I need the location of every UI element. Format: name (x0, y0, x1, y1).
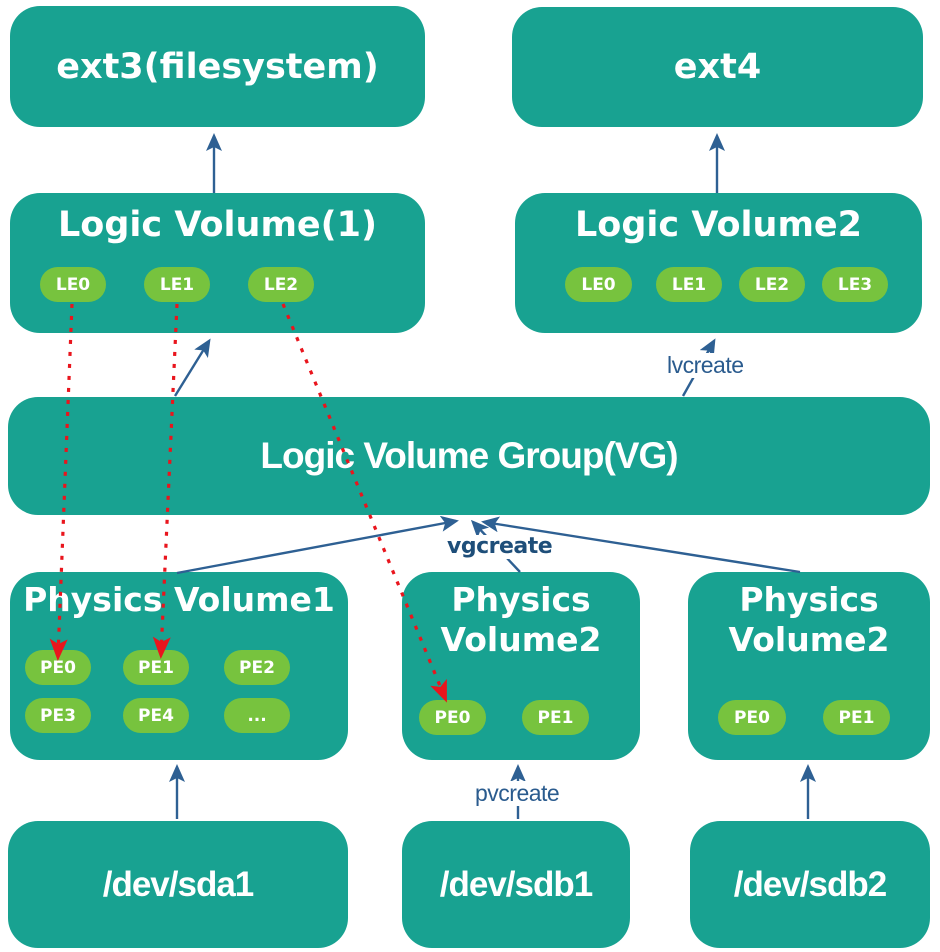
pill-pv1-pe0: PE0 (25, 650, 91, 685)
node-physics-volume-2-right: Physics Volume2 PE0 PE1 (688, 572, 930, 760)
node-logic-volume-1: Logic Volume(1) LE0 LE1 LE2 (10, 193, 425, 333)
node-physics-volume-1: Physics Volume1 PE0 PE1 PE2 PE3 PE4 ... (10, 572, 348, 760)
pill-lv2-le2: LE2 (739, 267, 805, 302)
pill-pv3-pe0: PE0 (718, 700, 786, 735)
pill-lv1-le1: LE1 (144, 267, 210, 302)
pill-pv1-pe4: PE4 (123, 698, 189, 733)
pill-pv1-pe1: PE1 (123, 650, 189, 685)
node-ext4-filesystem: ext4 (512, 7, 923, 127)
pill-lv2-le1: LE1 (656, 267, 722, 302)
pill-pv1-ellipsis: ... (224, 698, 290, 733)
pill-pv1-pe3: PE3 (25, 698, 91, 733)
arrow-pv1-to-vg (176, 515, 459, 575)
node-physics-volume-2-middle: Physics Volume2 PE0 PE1 (402, 572, 640, 760)
pill-lv2-le3: LE3 (822, 267, 888, 302)
pv3-title-line1: Physics (739, 580, 879, 619)
node-dev-sdb2: /dev/sdb2 (690, 821, 930, 948)
pill-pv3-pe1: PE1 (823, 700, 890, 735)
label-pvcreate: pvcreate (471, 780, 564, 807)
node-ext3-filesystem: ext3(filesystem) (10, 6, 425, 127)
node-dev-sdb1-label: /dev/sdb1 (439, 864, 593, 904)
node-logic-volume-1-title: Logic Volume(1) (57, 205, 378, 245)
node-physics-volume-2-right-title: Physics Volume2 (688, 580, 930, 661)
arrow-vg-to-lv1 (173, 338, 211, 397)
pill-lv2-le0: LE0 (565, 267, 632, 302)
pv2-title-line2: Volume2 (440, 620, 602, 660)
pill-pv1-pe2: PE2 (224, 650, 290, 685)
node-dev-sda1: /dev/sda1 (8, 821, 348, 948)
node-volume-group: Logic Volume Group(VG) (8, 397, 930, 515)
label-vgcreate: vgcreate (443, 534, 557, 560)
node-dev-sda1-label: /dev/sda1 (102, 864, 255, 904)
pv2-title-line1: Physics (451, 580, 591, 619)
node-volume-group-label: Logic Volume Group(VG) (260, 435, 678, 476)
label-lvcreate: lvcreate (663, 352, 748, 379)
node-physics-volume-1-title: Physics Volume1 (23, 580, 335, 619)
node-dev-sdb1: /dev/sdb1 (402, 821, 630, 948)
node-logic-volume-2-title: Logic Volume2 (574, 205, 863, 245)
node-ext4-label: ext4 (673, 47, 762, 87)
pill-lv1-le2: LE2 (248, 267, 314, 302)
node-logic-volume-2: Logic Volume2 LE0 LE1 LE2 LE3 (515, 193, 922, 333)
pill-pv2-pe0: PE0 (419, 700, 486, 735)
pv3-title-line2: Volume2 (728, 620, 890, 660)
node-dev-sdb2-label: /dev/sdb2 (733, 864, 887, 904)
pill-pv2-pe1: PE1 (522, 700, 589, 735)
node-physics-volume-2-middle-title: Physics Volume2 (402, 580, 640, 661)
node-ext3-label: ext3(filesystem) (56, 46, 379, 87)
pill-lv1-le0: LE0 (40, 267, 106, 302)
